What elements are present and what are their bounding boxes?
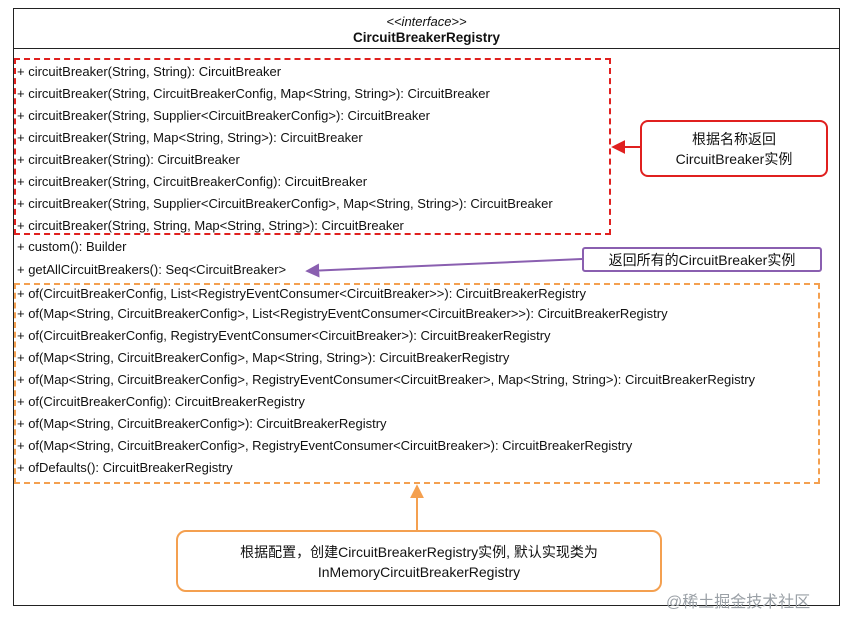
uml-header: <<interface>> CircuitBreakerRegistry (14, 9, 839, 49)
method-item: + of(Map<String, CircuitBreakerConfig>):… (17, 416, 387, 431)
uml-interface-box: <<interface>> CircuitBreakerRegistry (13, 8, 840, 606)
method-item: + circuitBreaker(String, CircuitBreakerC… (17, 86, 490, 101)
method-item: + circuitBreaker(String, String, Map<Str… (17, 218, 404, 233)
method-item: + circuitBreaker(String, Supplier<Circui… (17, 108, 430, 123)
method-item: + of(CircuitBreakerConfig, RegistryEvent… (17, 328, 551, 343)
callout-by-name: 根据名称返回 CircuitBreaker实例 (640, 120, 828, 177)
method-item: + of(CircuitBreakerConfig, List<Registry… (17, 286, 586, 301)
stereotype-label: <<interface>> (386, 14, 467, 29)
method-item: + custom(): Builder (17, 239, 127, 254)
method-item: + of(Map<String, CircuitBreakerConfig>, … (17, 306, 668, 321)
class-name: CircuitBreakerRegistry (352, 30, 501, 45)
callout-by-config-line2: InMemoryCircuitBreakerRegistry (317, 564, 521, 580)
method-item: + circuitBreaker(String, CircuitBreakerC… (17, 174, 368, 189)
method-item: + of(Map<String, CircuitBreakerConfig>, … (17, 350, 510, 365)
method-item: + circuitBreaker(String, Map<String, Str… (17, 130, 363, 145)
method-item: + circuitBreaker(String): CircuitBreaker (17, 152, 240, 167)
method-item: + of(Map<String, CircuitBreakerConfig>, … (17, 372, 756, 387)
callout-by-config: 根据配置，创建CircuitBreakerRegistry实例, 默认实现类为 … (176, 530, 662, 592)
watermark: @稀土掘金技术社区 (666, 594, 811, 611)
callout-by-config-line1: 根据配置，创建CircuitBreakerRegistry实例, 默认实现类为 (240, 544, 598, 560)
callout-by-name-line2: CircuitBreaker实例 (675, 151, 793, 167)
callout-get-all-text: 返回所有的CircuitBreaker实例 (608, 252, 796, 268)
method-item: + circuitBreaker(String, Supplier<Circui… (17, 196, 553, 211)
method-item: + of(CircuitBreakerConfig): CircuitBreak… (17, 394, 305, 409)
callout-by-name-line1: 根据名称返回 (692, 131, 776, 147)
method-item: + ofDefaults(): CircuitBreakerRegistry (17, 460, 233, 475)
method-item: + of(Map<String, CircuitBreakerConfig>, … (17, 438, 633, 453)
method-item: + circuitBreaker(String, String): Circui… (17, 64, 282, 79)
circuitbreaker-methods-highlight (14, 58, 611, 235)
callout-get-all: 返回所有的CircuitBreaker实例 (582, 247, 822, 272)
of-methods-highlight (14, 283, 820, 484)
method-item: + getAllCircuitBreakers(): Seq<CircuitBr… (17, 262, 287, 277)
